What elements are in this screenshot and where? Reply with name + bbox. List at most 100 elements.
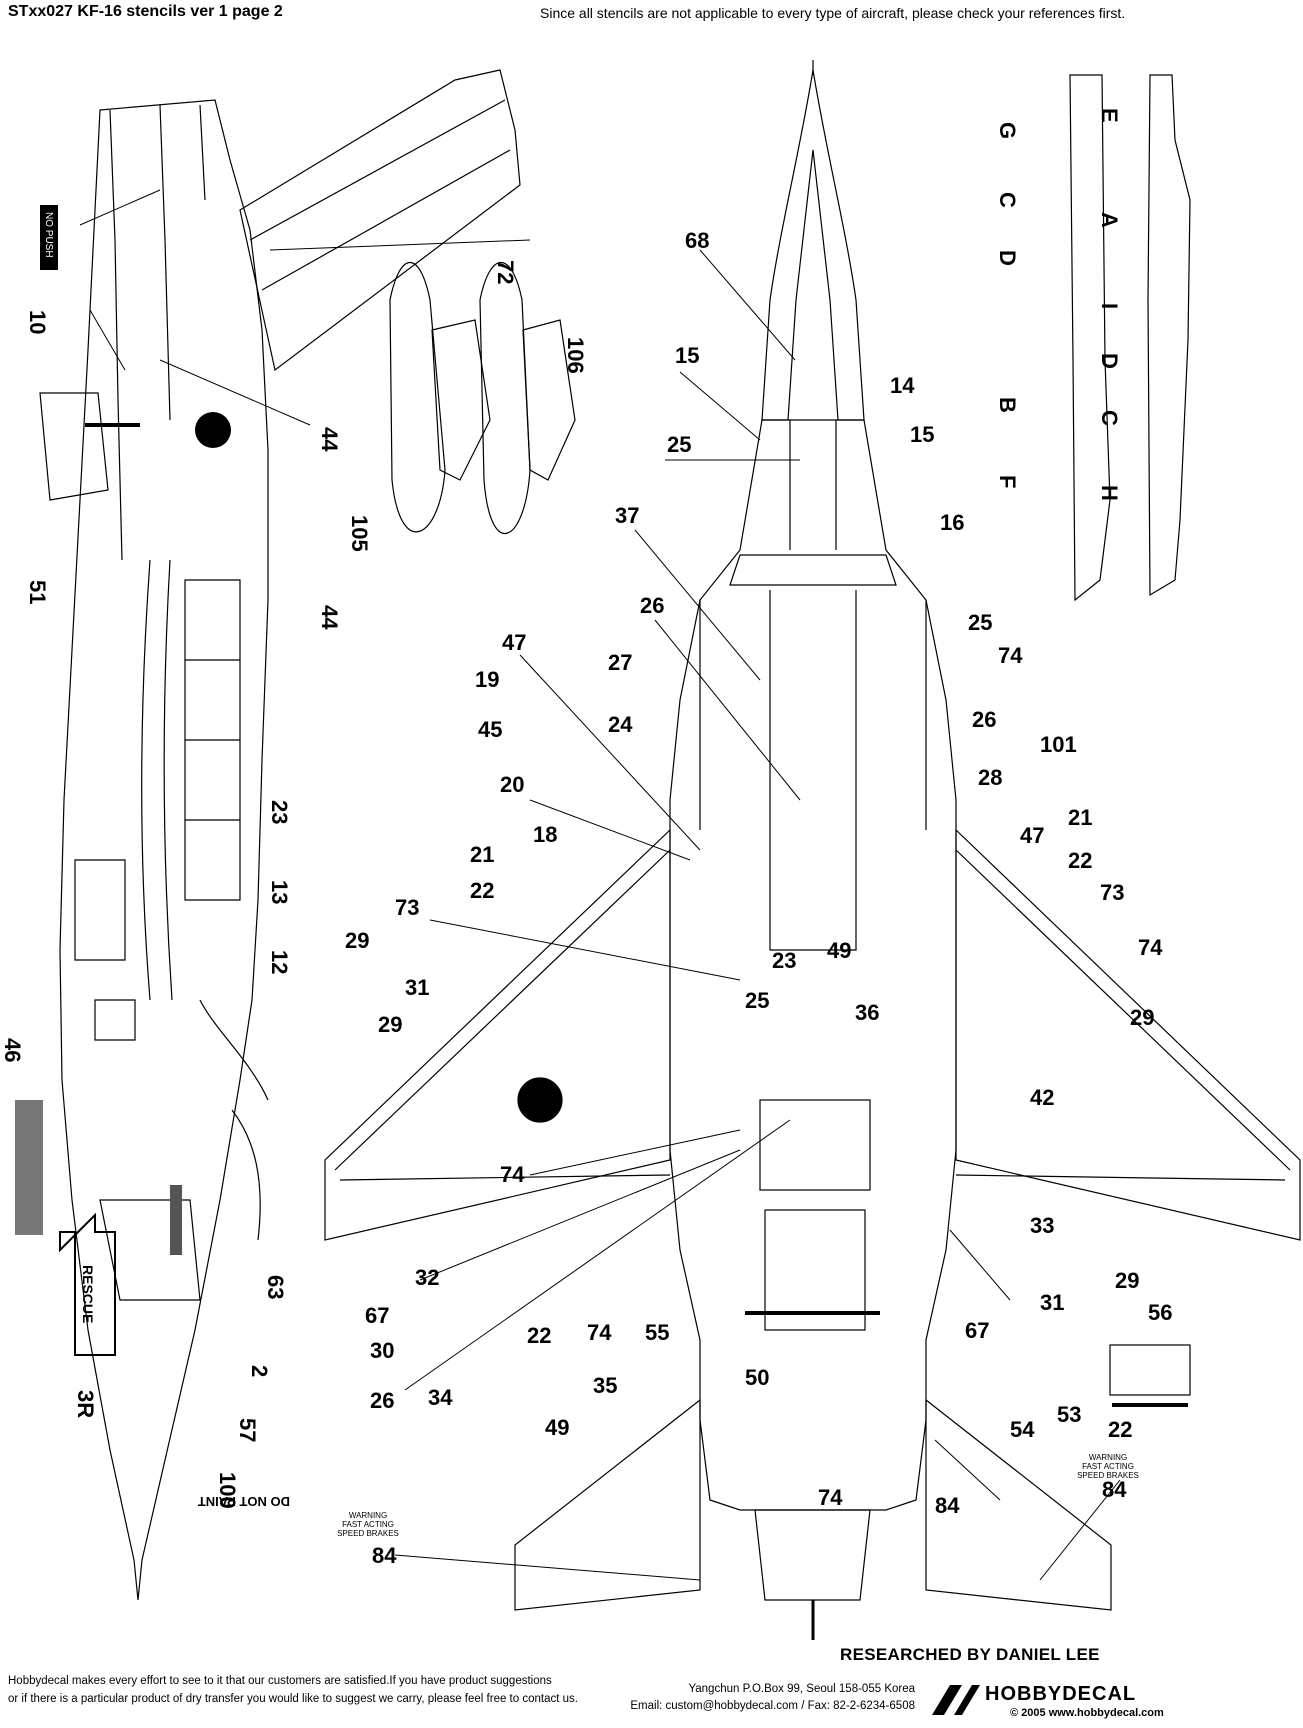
callout-label: 23 — [772, 948, 796, 973]
side-label: 46 — [0, 1038, 25, 1062]
callout-label: 25 — [745, 988, 769, 1013]
callout-label: 34 — [428, 1385, 453, 1410]
callout-label: 36 — [855, 1000, 879, 1025]
callout-label: 49 — [827, 938, 851, 963]
callout-label: 22 — [470, 878, 494, 903]
side-label: 23 — [267, 800, 292, 824]
brand-name: HOBBYDECAL — [985, 1683, 1137, 1705]
pylon-label: C — [995, 192, 1020, 208]
callout-label: 49 — [545, 1415, 569, 1440]
callout-label: 26 — [640, 593, 664, 618]
sheet-title: STxx027 KF-16 stencils ver 1 page 2 — [8, 3, 283, 20]
callout-label: 30 — [370, 1338, 394, 1363]
copyright: © 2005 www.hobbydecal.com — [1010, 1707, 1164, 1719]
pylon-label: F — [995, 475, 1020, 488]
callout-label: 73 — [395, 895, 419, 920]
callout-label: 31 — [1040, 1290, 1064, 1315]
footer-email-fax: Email: custom@hobbydecal.com / Fax: 82-2… — [630, 1700, 915, 1712]
footer-address: Yangchun P.O.Box 99, Seoul 158-055 Korea — [688, 1683, 915, 1695]
reference-note: Since all stencils are not applicable to… — [540, 5, 1126, 21]
callout-label: 35 — [593, 1373, 617, 1398]
fuel-tank-3 — [479, 261, 531, 534]
pylon-1 — [1069, 74, 1111, 602]
side-label: 63 — [263, 1275, 288, 1299]
callout-label: 14 — [890, 373, 915, 398]
callout-label: 67 — [365, 1303, 389, 1328]
side-tail-fin — [239, 69, 521, 372]
callout-label: 25 — [667, 432, 691, 457]
pylon-label: H — [1097, 485, 1122, 501]
side-label: 57 — [235, 1418, 260, 1442]
side-label: 13 — [267, 880, 292, 904]
top-exhaust — [754, 1509, 871, 1601]
callout-label: 19 — [475, 667, 499, 692]
pylon-label: E — [1097, 108, 1122, 123]
side-fuselage-outline — [59, 99, 269, 1601]
pylon-2 — [1147, 74, 1191, 597]
callout-label: 37 — [615, 503, 639, 528]
callout-label: 28 — [978, 765, 1002, 790]
side-label: 12 — [267, 950, 292, 974]
callout-label: 29 — [1115, 1268, 1139, 1293]
side-label: 10 — [25, 310, 50, 334]
callout-label: 54 — [1010, 1417, 1035, 1442]
callout-label: 31 — [405, 975, 429, 1000]
side-label: 72 — [493, 260, 518, 284]
warning-stencil-left-2: FAST ACTING — [342, 1520, 394, 1529]
callout-label: 74 — [500, 1162, 525, 1187]
callout-label: 22 — [1068, 848, 1092, 873]
side-label: 100 — [215, 1472, 240, 1509]
warning-stencil-left-1: WARNING — [349, 1511, 387, 1520]
callout-label: 29 — [1130, 1005, 1154, 1030]
callout-label: 45 — [478, 717, 502, 742]
callout-label: 68 — [685, 228, 709, 253]
callout-label: 27 — [608, 650, 632, 675]
warning-stencil-right-1: WARNING — [1089, 1453, 1127, 1462]
footer-line-1: Hobbydecal makes every effort to see to … — [8, 1675, 552, 1687]
callout-label: 47 — [502, 630, 526, 655]
pylon-label: I — [1097, 303, 1122, 309]
callout-label: 53 — [1057, 1402, 1081, 1427]
side-label: 105 — [347, 515, 372, 552]
callout-label: 74 — [998, 643, 1023, 668]
side-label: 51 — [25, 580, 50, 604]
callout-label: 74 — [818, 1485, 843, 1510]
callout-label: 26 — [370, 1388, 394, 1413]
callout-label: 21 — [470, 842, 494, 867]
pylon-label: D — [1097, 353, 1122, 369]
top-left-wing — [324, 828, 671, 1241]
pylon-label: B — [995, 397, 1020, 413]
callout-label: 84 — [935, 1493, 960, 1518]
top-fuselage-outline — [669, 419, 957, 1511]
callout-label: 74 — [1138, 935, 1163, 960]
callout-label: 25 — [968, 610, 992, 635]
callout-label: 15 — [910, 422, 934, 447]
callout-label: 56 — [1148, 1300, 1172, 1325]
pylon-label: D — [995, 250, 1020, 266]
side-label: 106 — [563, 337, 588, 374]
side-label: 44 — [317, 605, 342, 630]
callout-label: 33 — [1030, 1213, 1054, 1238]
fuel-tank-4 — [522, 319, 576, 481]
callout-label: 42 — [1030, 1085, 1054, 1110]
rescue-stencil: RESCUE — [80, 1265, 96, 1323]
top-right-stabilizer — [925, 1398, 1112, 1611]
researched-credit: RESEARCHED BY DANIEL LEE — [840, 1645, 1100, 1664]
top-nose — [761, 69, 865, 421]
footer-contact: Yangchun P.O.Box 99, Seoul 158-055 Korea… — [620, 1681, 915, 1715]
do-not-paint-stencil: DO NOT PAINT — [198, 1494, 290, 1509]
callout-label: 16 — [940, 510, 964, 535]
warning-stencil-left-3: SPEED BRAKES — [337, 1529, 399, 1538]
callout-label: 101 — [1040, 732, 1077, 757]
callout-label: 73 — [1100, 880, 1124, 905]
callout-label: 26 — [972, 707, 996, 732]
side-label: 2 — [247, 1365, 272, 1377]
callout-label: 18 — [533, 822, 557, 847]
callout-label: 22 — [1108, 1417, 1132, 1442]
callout-label: 55 — [645, 1320, 669, 1345]
callout-label: 29 — [378, 1012, 402, 1037]
callout-label: 15 — [675, 343, 699, 368]
left-speed-brake-box — [39, 392, 109, 501]
callout-label: 29 — [345, 928, 369, 953]
callout-label: 47 — [1020, 823, 1044, 848]
